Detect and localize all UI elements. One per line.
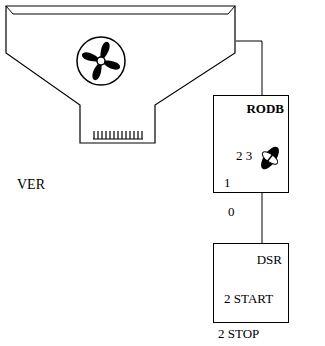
position-label: 0 — [228, 205, 235, 219]
control-box: DSR 2 START — [213, 243, 289, 323]
node-title: DSR — [257, 253, 282, 267]
hopper-outline — [5, 5, 236, 197]
node-title: RODB — [246, 102, 284, 116]
fan-symbol — [77, 37, 125, 85]
hopper-rim — [228, 6, 235, 14]
wire — [262, 193, 263, 243]
hopper-rim — [6, 6, 13, 14]
grille — [93, 131, 143, 139]
node-text: 2 START — [224, 292, 273, 306]
hopper-housing: VER — [5, 5, 236, 197]
wire — [236, 41, 262, 95]
position-label: 1 — [224, 176, 231, 190]
rotary-switch — [258, 144, 283, 172]
node-title: VER — [17, 177, 45, 192]
hopper-rim — [13, 14, 228, 15]
position-label: 2 3 — [236, 149, 252, 163]
hopper-body — [6, 6, 235, 143]
position-label: 2 STOP — [218, 327, 259, 341]
